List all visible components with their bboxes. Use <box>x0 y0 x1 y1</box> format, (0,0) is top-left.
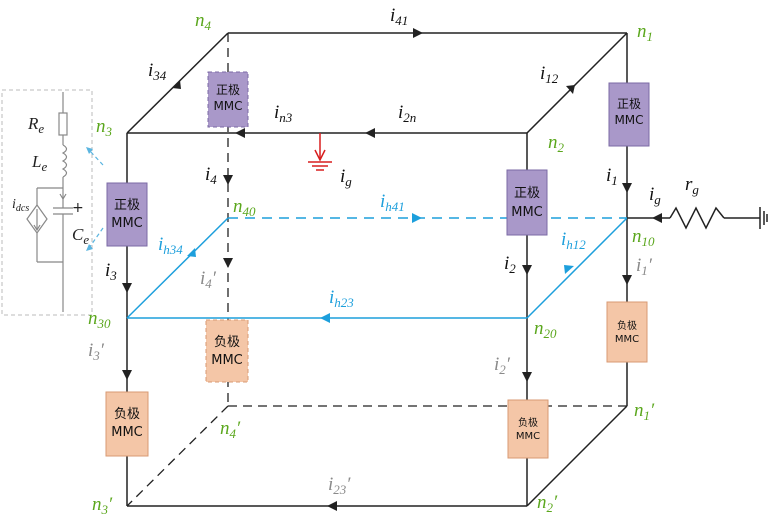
arrow-ih41 <box>412 213 422 223</box>
node-n4: n4 <box>195 10 212 33</box>
mmc-label-line1: 正极 <box>514 186 540 201</box>
label-ig-source: ig <box>649 184 661 207</box>
label-i23p: i23′ <box>328 474 351 497</box>
node-n4p: n4′ <box>220 418 241 441</box>
node-n20: n20 <box>534 318 557 341</box>
mmc-label-line1: 负极 <box>114 407 140 422</box>
node-n2p: n2′ <box>537 492 558 515</box>
mmc-label-line2: MMC <box>111 425 143 440</box>
mmc-positive-n2: 正极 MMC <box>506 169 548 236</box>
label-i3p: i3′ <box>88 340 105 363</box>
ground-resistor <box>627 206 768 230</box>
node-labels: n4 n1 n3 n2 n40 n10 n30 n20 n1′ n4′ n3′ … <box>88 10 655 517</box>
arrow-ih34 <box>187 248 196 257</box>
mmc-label-line2: MMC <box>516 431 540 442</box>
label-i4: i4 <box>205 164 217 187</box>
label-Le: Le <box>31 152 47 174</box>
node-n2: n2 <box>548 132 565 155</box>
label-in3: in3 <box>274 102 293 125</box>
label-i2n: i2n <box>398 102 416 125</box>
mmc-boxes: 正极 MMC 正极 MMC 正极 MMC 正极 MMC 负极 MMC <box>105 71 650 459</box>
mmc-negative-n2p: 负极 MMC <box>507 399 549 459</box>
edge-n1-n2 <box>526 32 628 134</box>
label-ih34: ih34 <box>158 234 183 257</box>
ground-symbol <box>308 133 332 171</box>
arrow-i3 <box>122 283 132 293</box>
arrow-i12 <box>566 85 575 94</box>
arrow-in3 <box>235 128 245 138</box>
label-i2: i2 <box>504 253 516 276</box>
label-i34: i34 <box>148 60 167 83</box>
arrow-ih12 <box>564 265 574 274</box>
node-n1: n1 <box>637 21 653 44</box>
label-i1: i1 <box>606 165 618 188</box>
node-n30: n30 <box>88 308 111 331</box>
label-plus: + <box>72 200 84 216</box>
secondary-labels: i4′ i1′ i3′ i2′ i23′ <box>88 255 653 497</box>
edge-n4p-n3p <box>126 405 229 507</box>
arrow-ih23 <box>320 313 330 323</box>
mmc-label-line1: 正极 <box>114 198 140 213</box>
inset-leader <box>88 149 104 249</box>
edge-n10-n20 <box>526 217 628 319</box>
mmc-negative-n3p: 负极 MMC <box>105 391 149 457</box>
label-ih12: ih12 <box>561 229 586 252</box>
label-i4p: i4′ <box>200 268 217 291</box>
current-labels: i41 i34 i12 in3 i2n ig ig rg i1 i4 i2 i3 <box>105 5 699 283</box>
node-n3p: n3′ <box>92 494 113 517</box>
mmc-label-line2: MMC <box>615 334 639 345</box>
label-ih41: ih41 <box>380 191 405 214</box>
mmc-label-line1: 负极 <box>214 335 240 350</box>
node-n1p: n1′ <box>634 400 655 423</box>
label-Ce: Ce <box>72 225 89 247</box>
mmc-positive-n3: 正极 MMC <box>106 182 148 247</box>
equivalent-circuit-inset: Re Le Ce idcs + <box>1 89 93 316</box>
label-i12: i12 <box>540 63 559 86</box>
arrow-i2 <box>522 265 532 275</box>
edge-n30-n40 <box>126 217 229 319</box>
label-ig-ground: ig <box>340 166 352 189</box>
node-n3: n3 <box>96 116 113 139</box>
mmc-label-line2: MMC <box>211 353 243 368</box>
label-rg: rg <box>685 174 699 197</box>
mmc-label-line1: 正极 <box>617 97 641 111</box>
arrow-i4p <box>223 258 233 268</box>
mmc-positive-n4: 正极 MMC <box>207 71 249 128</box>
mmc-label-line1: 负极 <box>518 416 538 429</box>
arrow-i2n <box>365 128 375 138</box>
arrow-i34 <box>172 80 181 89</box>
label-idcs: idcs <box>12 197 29 214</box>
harmonic-labels: ih41 ih34 ih12 ih23 <box>158 191 586 310</box>
mmc-label-line1: 正极 <box>216 83 240 97</box>
label-i41: i41 <box>390 5 408 28</box>
label-i2p: i2′ <box>494 354 511 377</box>
inset-border <box>1 89 93 316</box>
label-Re: Re <box>27 114 44 136</box>
label-ih23: ih23 <box>329 287 354 310</box>
mmc-negative-n4p: 负极 MMC <box>205 319 249 383</box>
arrow-i41 <box>413 28 423 38</box>
mmc-label-line2: MMC <box>614 113 643 127</box>
node-n10: n10 <box>632 226 655 249</box>
mmc-negative-n1p: 负极 MMC <box>606 301 648 363</box>
mmc-label-line2: MMC <box>213 99 242 113</box>
arrow-i4 <box>223 175 233 185</box>
current-arrows <box>122 28 662 511</box>
label-i1p: i1′ <box>636 255 653 278</box>
mmc-label-line2: MMC <box>511 205 543 220</box>
node-n40: n40 <box>233 196 256 219</box>
arrow-i2p <box>522 372 532 382</box>
mmc-label-line2: MMC <box>111 216 143 231</box>
mmc-positive-n1: 正极 MMC <box>608 82 650 147</box>
edge-n2p-n1p <box>526 405 628 507</box>
arrow-i3p <box>122 370 132 380</box>
arrow-i23p <box>327 501 337 511</box>
arrow-i1 <box>622 183 632 193</box>
mmc-label-line1: 负极 <box>617 319 637 332</box>
label-i3: i3 <box>105 260 117 283</box>
arrow-i1p <box>622 275 632 285</box>
